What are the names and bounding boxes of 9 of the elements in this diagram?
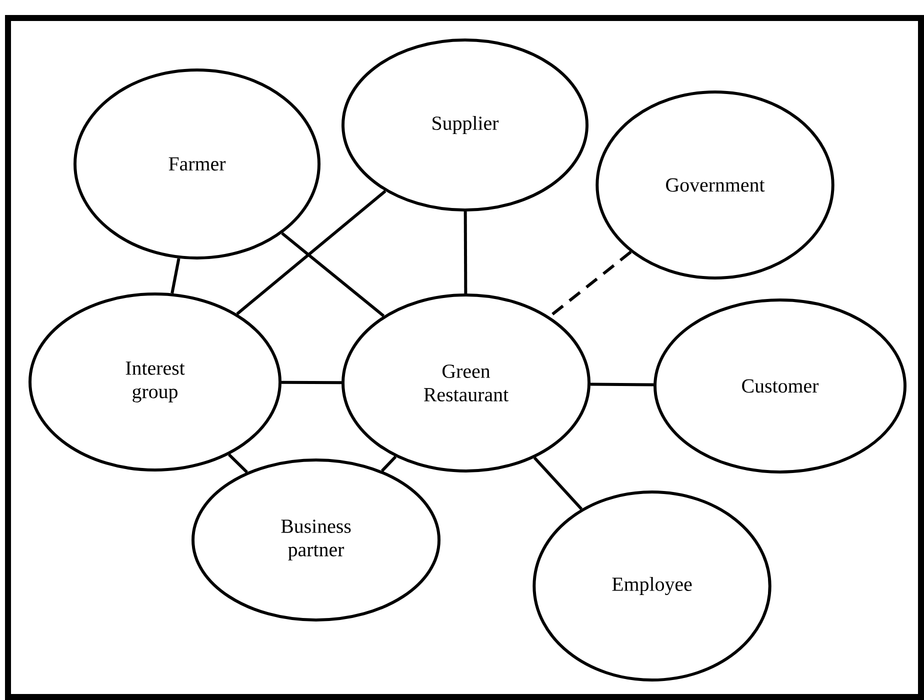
connector-line: [281, 232, 385, 318]
connector-line: [590, 382, 654, 386]
connector-line: [282, 380, 342, 384]
connector-line: [380, 456, 397, 472]
connector-line: [170, 258, 180, 294]
connector-line: [236, 190, 386, 316]
connector-line: [228, 454, 248, 474]
connector-line: [464, 211, 468, 294]
connector-line: [533, 456, 583, 510]
